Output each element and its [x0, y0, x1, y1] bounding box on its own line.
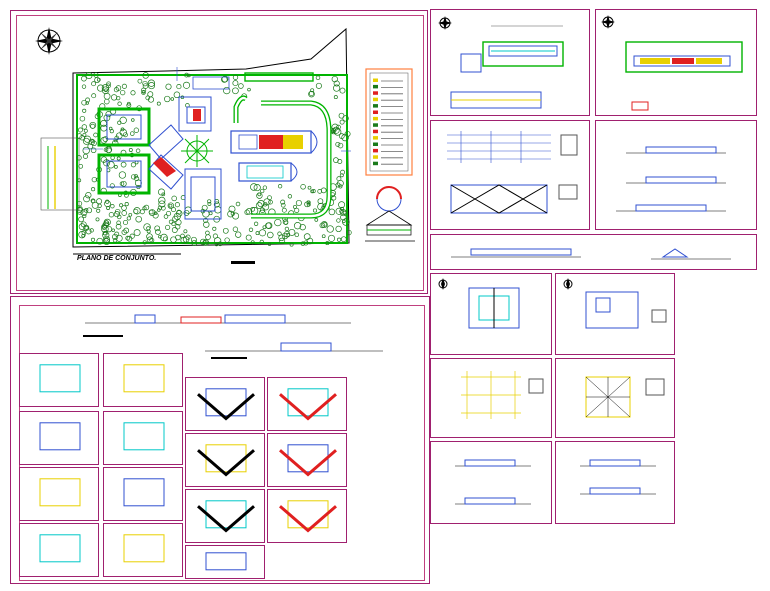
sheet-long-elevation: [430, 234, 757, 270]
site-plan-title: PLANO DE CONJUNTO.: [77, 255, 157, 262]
tree-symbol-icon: [76, 72, 352, 247]
sheet-structure-details: [430, 120, 590, 230]
mini-sheet: [185, 489, 265, 543]
mini-sheet: [185, 433, 265, 487]
site-plan-frame: [16, 15, 424, 291]
mini-sheet: [19, 353, 99, 407]
mini-sheet: [103, 523, 183, 577]
sheet-plan-mid-b: [555, 273, 675, 355]
mini-sheet: [267, 377, 347, 431]
mini-sheet: [103, 411, 183, 465]
bottom-left-drawing: [83, 314, 383, 359]
mini-sheet: [19, 411, 99, 465]
site-plan-drawing: [35, 27, 415, 264]
mini-sheet: [103, 353, 183, 407]
north-arrow-icon: [601, 15, 615, 29]
mini-sheet: [185, 545, 265, 579]
mini-sheet: [267, 489, 347, 543]
north-arrow-icon: [35, 27, 63, 55]
sheet-grid-plan-a: [430, 358, 552, 438]
mini-sheet: [185, 377, 265, 431]
mini-sheet: [103, 467, 183, 521]
site-plan-sheet: PLANO DE CONJUNTO.: [10, 10, 428, 294]
north-arrow-icon: [438, 16, 452, 30]
sheet-grid-plan-b: [555, 358, 675, 438]
sheet-floor-plan-top: [430, 9, 590, 116]
mini-sheet: [19, 467, 99, 521]
site-boundary: [72, 27, 350, 248]
mini-sheet: [19, 523, 99, 577]
sheet-plan-mid-a: [430, 273, 552, 355]
sheet-plan-right: [595, 9, 757, 116]
sheet-elevations-right: [595, 120, 757, 230]
sheet-elev-mid-b: [555, 441, 675, 524]
north-arrow-icon: [438, 278, 448, 290]
north-arrow-icon: [563, 278, 573, 290]
sheet-bottom-left: [10, 296, 430, 584]
mini-sheet: [267, 433, 347, 487]
sheet-elev-mid-a: [430, 441, 552, 524]
